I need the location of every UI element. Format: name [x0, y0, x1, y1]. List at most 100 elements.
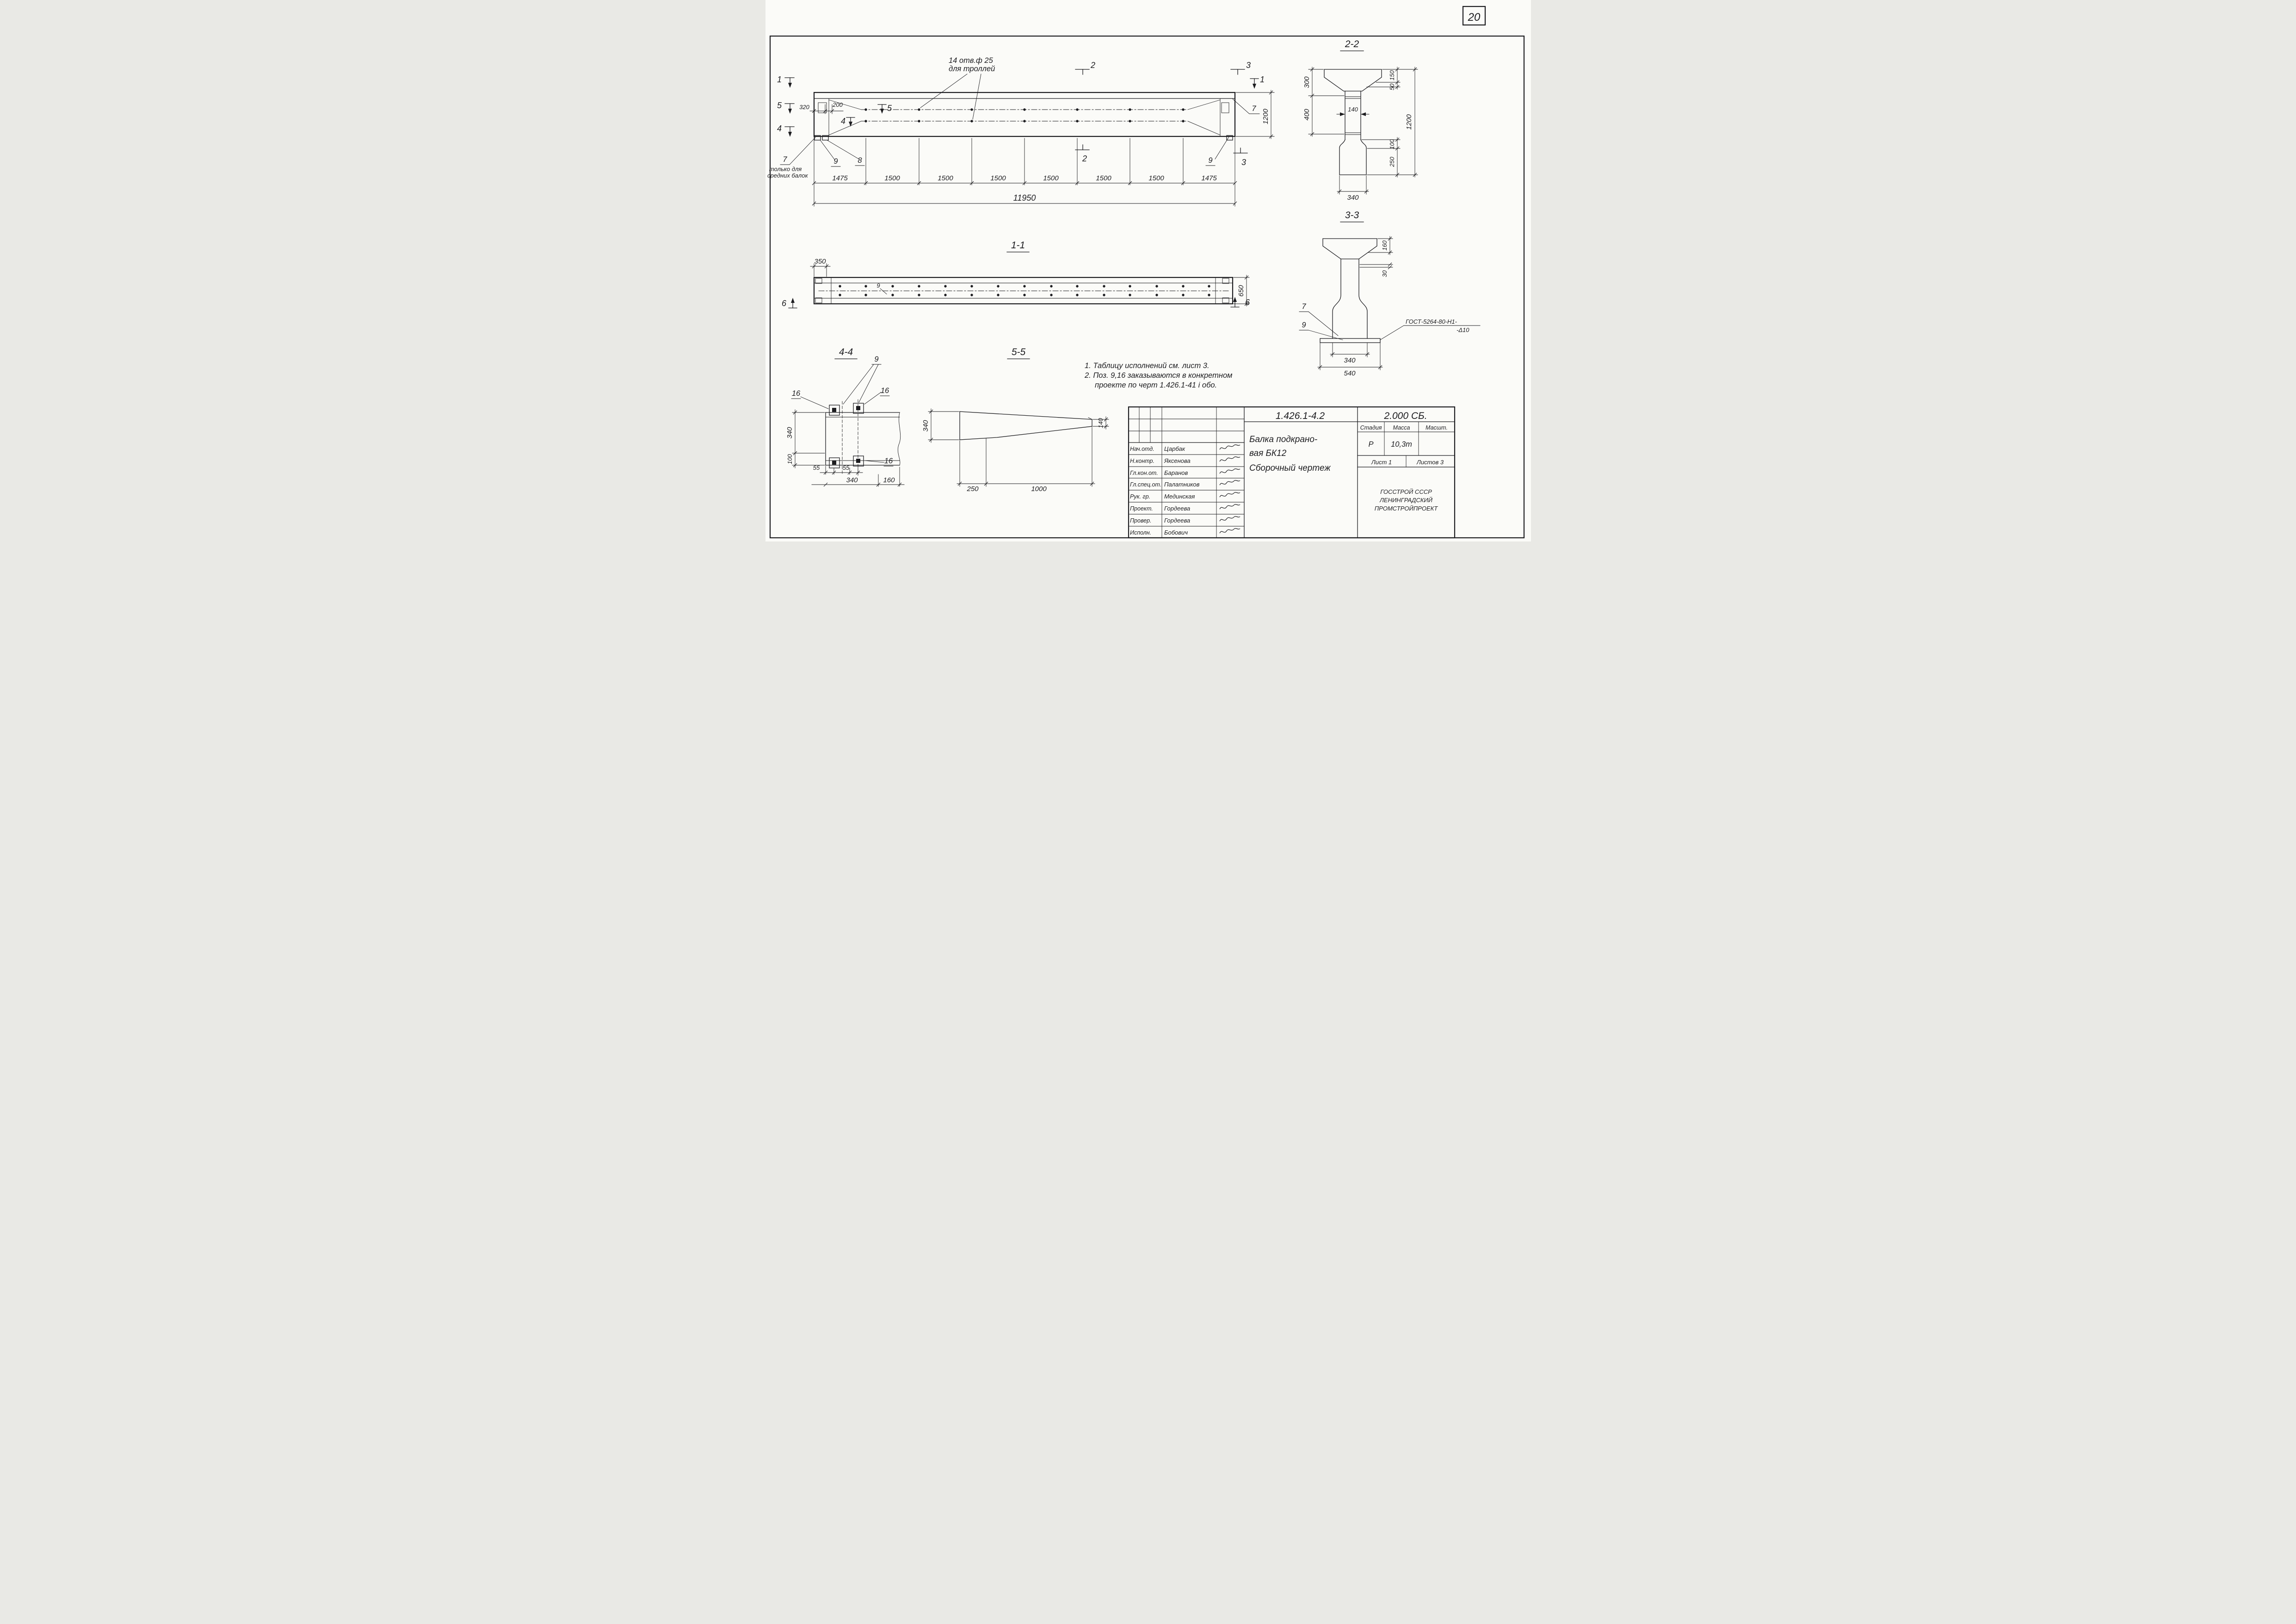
role-label: Нач.отд.: [1130, 446, 1154, 452]
drawing-sheet: 20 14 отв.ф 25 для: [765, 0, 1531, 541]
sheet-label: Лист 1: [1370, 459, 1391, 466]
pos-9-right: 9: [1208, 156, 1212, 165]
doc-code: 2.000 СБ.: [1383, 411, 1427, 421]
role-label: Проект.: [1130, 505, 1153, 512]
dim-300: 300: [1303, 76, 1311, 88]
dim-1200: 1200: [1262, 109, 1270, 124]
beam-outline: [813, 92, 1235, 141]
dims-bottom: 1475 1500 1500 1500 1500 1500 1500 1475 …: [811, 137, 1237, 207]
pos-16: 16: [880, 387, 889, 395]
signature: [1219, 480, 1241, 486]
dim-140: 140: [1097, 418, 1104, 428]
note-line: проекте по черт 1.426.1-41 i обо.: [1095, 381, 1217, 389]
name-label: Бобович: [1164, 529, 1188, 536]
drawing-title-line1: Балка подкрано-: [1249, 435, 1317, 444]
name-label: Мединская: [1164, 493, 1195, 500]
sheets-label: Листов 3: [1416, 459, 1444, 466]
section-2-2-title: 2-2: [1344, 39, 1359, 49]
holes-note: 14 отв.ф 25 для троллей: [920, 56, 995, 120]
gost-label-line1: ГОСТ-5264-80-Н1-: [1406, 318, 1457, 325]
dim-100: 100: [786, 454, 793, 464]
dim-140: 140: [1348, 106, 1358, 113]
title-block: 1.426.1-4.2 2.000 СБ. Балка подкрано- ва…: [1128, 406, 1455, 539]
section-1-1-title: 1-1: [1011, 240, 1025, 251]
dim-340v: 340: [786, 427, 794, 439]
org-line2: ЛЕНИНГРАДСКИЙ: [1379, 496, 1432, 504]
dim-1200-right: 1200: [1235, 90, 1274, 139]
pos-16: 16: [791, 389, 800, 398]
section-3-3-leaders: 7 9 ГОСТ-5264-80-Н1- -Δ10: [1299, 302, 1480, 340]
page-number: 20: [1467, 11, 1480, 24]
holes-note-line2: для троллей: [949, 65, 995, 73]
section-mark-1-right: 1: [1259, 75, 1264, 84]
section-4-4: 4-4 9 16 16 16 340 100: [786, 347, 904, 487]
stage-value: Р: [1368, 440, 1373, 449]
signature: [1219, 528, 1241, 534]
plan-holes: [838, 285, 1210, 296]
role-label: Провер.: [1130, 517, 1152, 524]
dim-segment: 1500: [990, 174, 1006, 182]
dim-segment: 1500: [1148, 174, 1164, 182]
bearing-plate: [821, 135, 829, 141]
bearing-plate: [814, 135, 821, 141]
holes-note-line1: 14 отв.ф 25: [949, 56, 994, 65]
section-mark-3-top: 3: [1246, 61, 1250, 70]
section-1-1: 1-1 350 650 6 6 9: [781, 240, 1250, 308]
dim-1000: 1000: [1031, 485, 1047, 493]
page-number-box: [1462, 6, 1486, 26]
dim-160: 160: [1381, 240, 1388, 250]
section-4-4-leaders: 9 16 16 16: [791, 355, 893, 467]
pos-16: 16: [884, 457, 893, 465]
dim-segment: 1500: [884, 174, 900, 182]
dim-segment: 1500: [1096, 174, 1111, 182]
section-mark-6-right: 6: [1245, 298, 1250, 307]
section-1-1-marks: 6 6 9: [781, 282, 1250, 308]
note-line: 2. Поз. 9,16 заказываются в конкретном: [1084, 371, 1232, 380]
pos-7-right: 7: [1252, 105, 1256, 113]
role-label: Гл.кон.от.: [1130, 470, 1158, 476]
dim-segment: 1500: [1043, 174, 1059, 182]
dim-340: 340: [846, 476, 858, 484]
dim-540: 540: [1344, 369, 1356, 377]
position-leaders: 7 9 7 только для средних балок 9 8: [767, 98, 1259, 179]
notes: 1. Таблицу исполнений см. лист 3. 2. Поз…: [1084, 362, 1232, 389]
section-1-1-dims: 350 650: [810, 258, 1249, 307]
dim-400: 400: [1303, 109, 1311, 121]
section-2-2: 2-2 300 400 140 150 50 100 250: [1303, 39, 1418, 202]
pos-9: 9: [1302, 321, 1306, 329]
dims-top-left: 320 200: [799, 101, 843, 114]
pos-9-left: 9: [833, 157, 838, 166]
break-line: [897, 412, 901, 466]
dim-total: 11950: [1013, 193, 1036, 203]
pos-7-left: 7: [783, 155, 787, 164]
section-mark-4: 4: [777, 124, 781, 133]
name-label: Яксенова: [1164, 457, 1191, 464]
role-label: Рук. гр.: [1130, 493, 1150, 500]
section-5-5: 5-5 340 140 250 1000: [922, 347, 1109, 493]
dim-320: 320: [799, 104, 809, 111]
bearing-plate: [1226, 135, 1233, 141]
section-mark-5-inner: 5: [887, 104, 892, 113]
mass-value: 10,3т: [1391, 440, 1412, 449]
org-line3: ПРОМСТРОЙПРОЕКТ: [1374, 504, 1438, 512]
signature: [1219, 444, 1241, 450]
dim-250: 250: [966, 485, 979, 493]
section-mark-1: 1: [777, 75, 781, 84]
section-4-4-title: 4-4: [839, 347, 852, 357]
name-label: Гордеева: [1164, 517, 1190, 524]
only-note-line2: средних балок: [767, 172, 808, 179]
dim-200: 200: [832, 101, 843, 108]
dim-55a: 55: [813, 464, 820, 471]
dim-340: 340: [1344, 357, 1356, 364]
section-mark-6-left: 6: [781, 299, 786, 308]
stage-header: Стадия: [1360, 424, 1382, 431]
drawing-title-line3: Сборочный чертеж: [1249, 463, 1331, 473]
section-marks-cuts: 2 2 3 3 1: [1074, 61, 1265, 167]
pos-9: 9: [874, 355, 878, 363]
mass-header: Масса: [1393, 424, 1410, 431]
dim-55b: 55: [842, 464, 849, 471]
scale-header: Масшт.: [1426, 424, 1448, 431]
section-4-4-dims: 340 100 55 55 340 160: [786, 409, 904, 487]
technical-drawing: 20 14 отв.ф 25 для: [767, 6, 1524, 539]
dim-1200: 1200: [1405, 114, 1413, 130]
